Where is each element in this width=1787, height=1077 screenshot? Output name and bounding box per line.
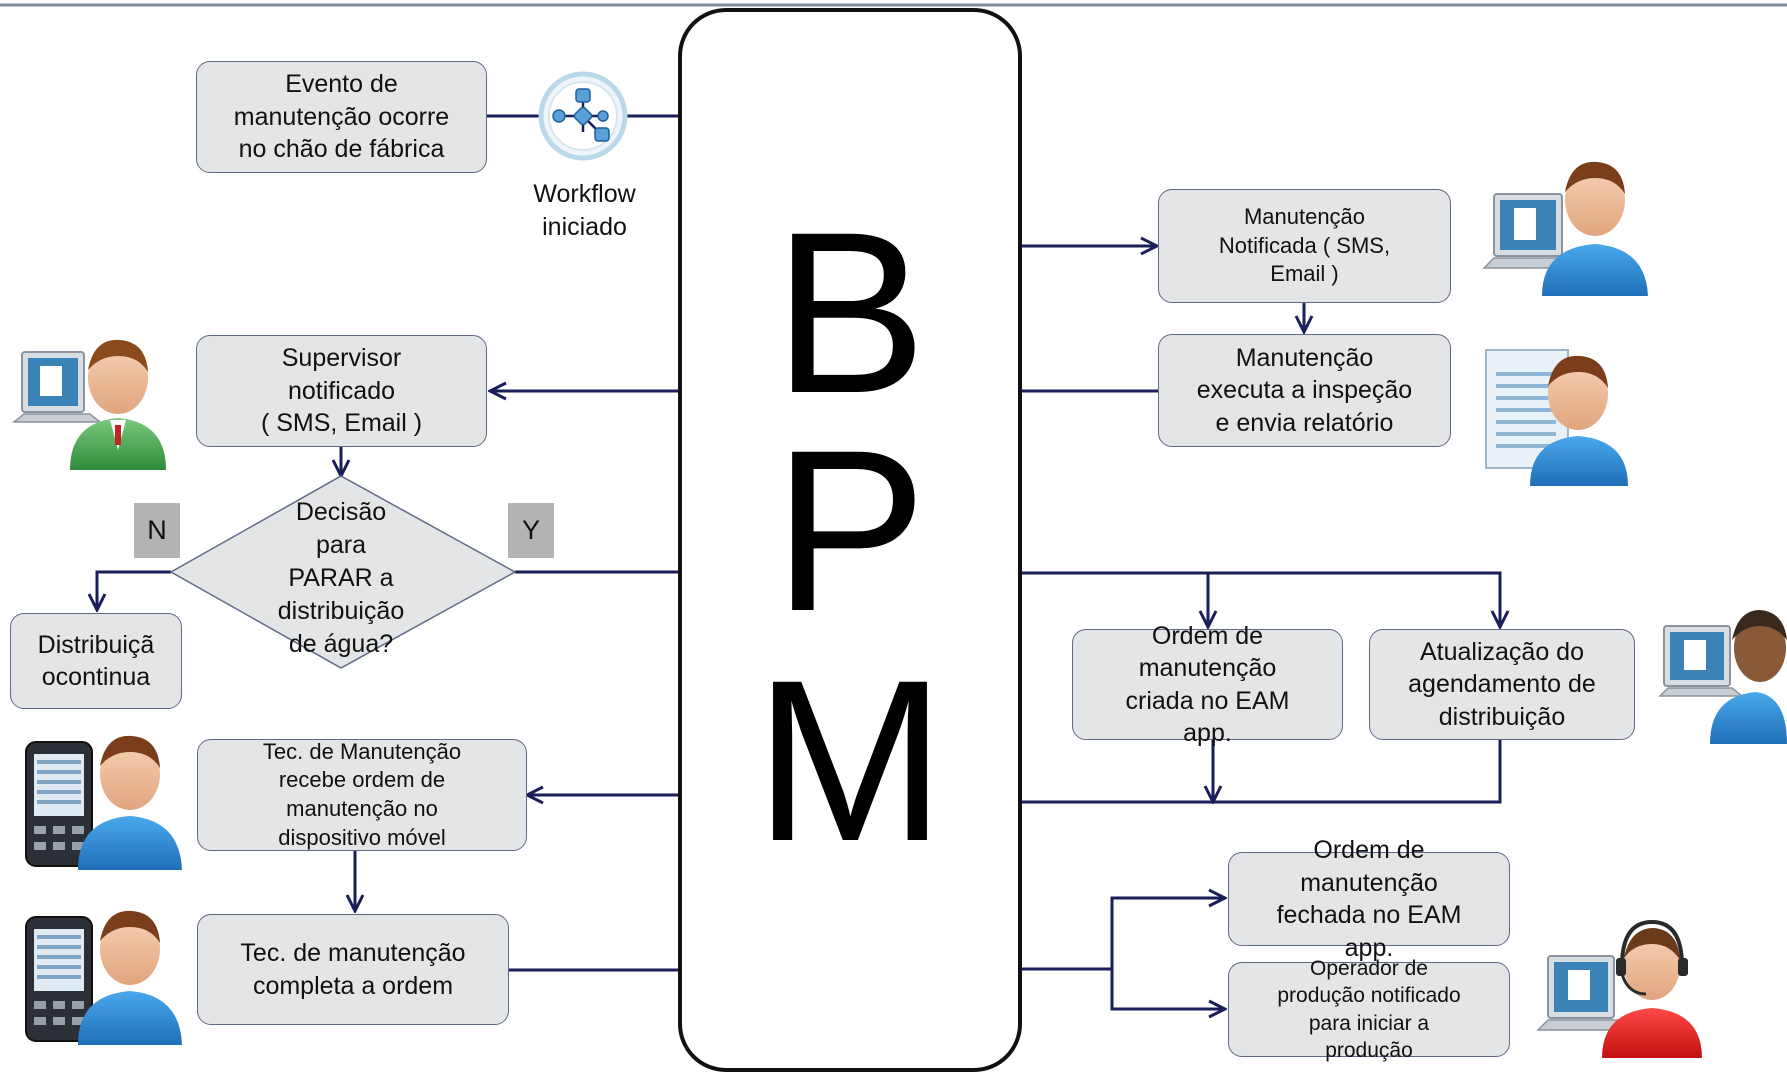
bpm-letter-m: M [754,632,946,889]
workflow-caption: Workflow iniciado [533,180,636,241]
operator-headset-user-icon [1536,919,1702,1058]
order-created-node-label: Ordem de manutenção criada no EAM app. [1125,621,1290,748]
supervisor-node: Supervisor notificado ( SMS, Email ) [196,335,487,447]
connector-bpm-operator [1110,969,1225,1009]
technician-mobile-user-icon [25,735,182,870]
maintenance-laptop-user-icon [1482,161,1648,296]
tech-receive-node: Tec. de Manutenção recebe ordem de manut… [197,739,527,851]
decision-label: Decisão para PARAR a distribuição de águ… [277,498,405,658]
workflow-icon [538,71,628,161]
continue-node-label: Distribuiçã ocontinua [37,630,155,692]
continue-node: Distribuiçã ocontinua [10,613,182,709]
tag-no: N [134,503,180,558]
connector-decision-continue [97,570,171,610]
tech-receive-node-label: Tec. de Manutenção recebe ordem de manut… [262,738,462,850]
maint-notified-node: Manutenção Notificada ( SMS, Email ) [1158,189,1451,303]
maint-inspect-node-label: Manutenção executa a inspeção e envia re… [1196,343,1413,437]
schedule-update-node-label: Atualização do agendamento de distribuiç… [1408,637,1596,731]
operator-notified-node-label: Operador de produção notificado para ini… [1277,956,1461,1062]
maint-notified-node-label: Manutenção Notificada ( SMS, Email ) [1218,204,1391,287]
technician-mobile-user-icon-2 [25,910,182,1045]
bpm-engine-box: B P M [678,8,1022,1072]
event-node: Evento de manutenção ocorre no chão de f… [196,61,487,173]
connector-schedule-bpm [1022,740,1502,804]
order-created-node: Ordem de manutenção criada no EAM app. [1072,622,1343,747]
tech-complete-node: Tec. de manutenção completa a ordem [197,914,509,1025]
tag-yes: Y [508,503,554,558]
scheduler-laptop-user-icon [1658,610,1787,744]
tech-complete-node-label: Tec. de manutenção completa a ordem [240,939,466,1000]
operator-notified-node: Operador de produção notificado para ini… [1228,957,1510,1062]
supervisor-node-label: Supervisor notificado ( SMS, Email ) [260,344,423,438]
order-closed-node-label: Ordem de manutenção fechada no EAM app. [1276,836,1462,962]
connector-bpm-schedule [1022,571,1500,627]
supervisor-user-icon [11,339,166,470]
connector-bpm-order-closed [1022,898,1225,971]
bpm-letter-p: P [773,402,927,659]
decision-diamond [169,475,517,669]
event-node-label: Evento de manutenção ocorre no chão de f… [233,70,450,164]
schedule-update-node: Atualização do agendamento de distribuiç… [1369,629,1635,740]
bpm-letter-b: B [773,184,927,441]
order-closed-node: Ordem de manutenção fechada no EAM app. [1228,836,1510,962]
inspector-document-user-icon [1485,349,1628,486]
maint-inspect-node: Manutenção executa a inspeção e envia re… [1158,334,1451,447]
